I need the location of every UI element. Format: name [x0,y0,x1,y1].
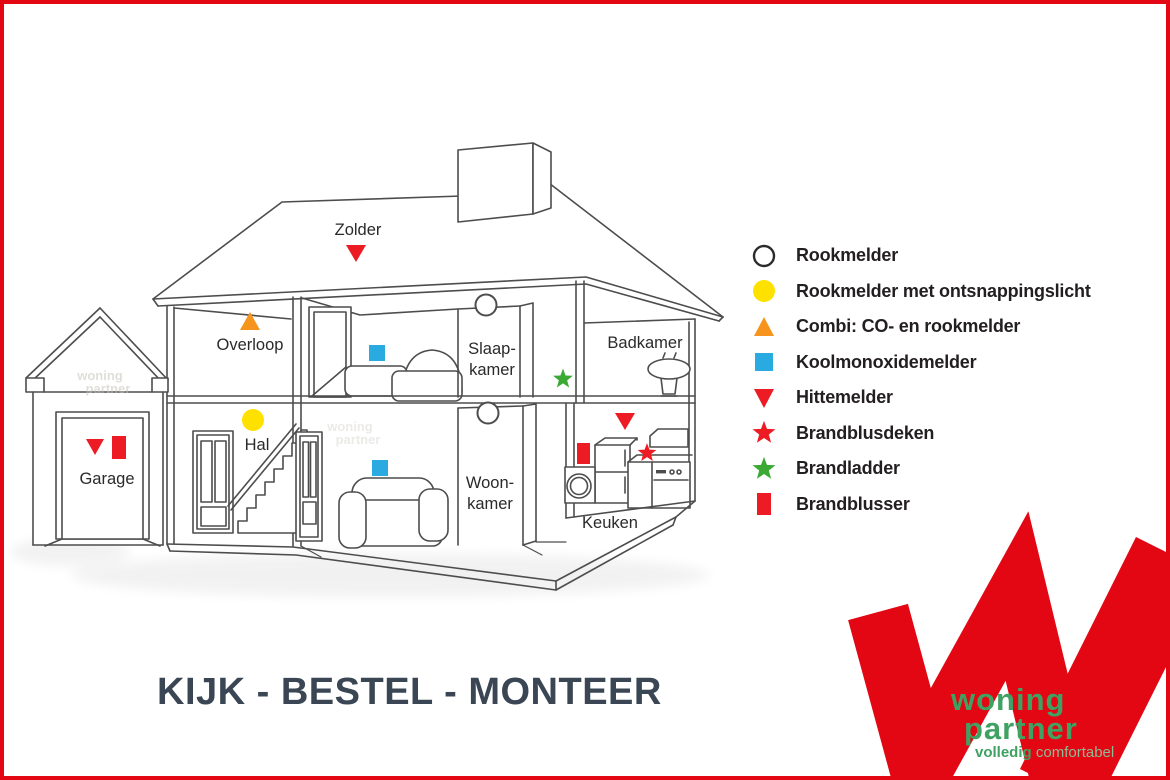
combi-melder-icon-overloop [240,312,260,330]
room-label-garage: Garage [79,470,134,488]
legend-label: Rookmelder met ontsnappingslicht [796,280,1091,301]
legend-item-brandblusser: Brandblusser [746,487,1091,523]
legend-label: Rookmelder [796,245,899,266]
safety-markers [86,245,657,476]
brandblusdeken-icon [746,419,782,447]
legend-label: Brandblusser [796,493,910,514]
legend-item-brandblusdeken: Brandblusdeken [746,416,1091,452]
room-label-badkamer: Badkamer [607,334,683,352]
brandblusser-icon-garage [112,436,126,459]
svg-text:woning: woning [326,419,373,434]
brand-slogan: volledig comfortabel [975,745,1114,760]
room-label-woonkamer: Woon- [466,474,514,492]
combi-melder-icon [746,314,782,340]
legend: Rookmelder Rookmelder met ontsnappingsli… [746,238,1091,522]
legend-item-brandladder: Brandladder [746,451,1091,487]
brandladder-icon-slaapkamer [553,368,573,388]
legend-label: Hittemelder [796,387,893,408]
koolmonoxidemelder-icon-woonkamer [372,460,388,476]
koolmonoxidemelder-icon [746,349,782,375]
rookmelder-icon-woonkamer [476,401,500,425]
brand-name-partner: partner [964,711,1078,746]
legend-label: Brandblusdeken [796,422,935,443]
legend-item-combi-melder: Combi: CO- en rookmelder [746,309,1091,345]
room-labels: Zolder Overloop Slaap- kamer Badkamer Ha… [79,221,683,532]
brand-watermark: woning partner [326,419,380,447]
brandblusser-icon-keuken [577,443,590,464]
legend-label: Koolmonoxidemelder [796,351,977,372]
rookmelder-icon [746,243,782,269]
legend-item-rookmelder-ontsnappingslicht: Rookmelder met ontsnappingslicht [746,274,1091,310]
rookmelder-icon-slaapkamer [474,293,498,317]
room-label-slaapkamer: Slaap- [468,340,516,358]
svg-text:partner: partner [86,381,131,396]
legend-label: Brandladder [796,458,900,479]
house-diagram: woning partner woning partner Zolder [10,142,724,597]
legend-item-rookmelder: Rookmelder [746,238,1091,274]
brandladder-icon [746,455,782,483]
tagline: KIJK - BESTEL - MONTEER [157,671,662,713]
legend-item-hittemelder: Hittemelder [746,380,1091,416]
room-label-keuken: Keuken [582,514,638,532]
brandblusser-icon [746,490,782,518]
brand-slogan-light: comfortabel [1035,744,1115,761]
room-label-zolder: Zolder [335,221,382,239]
koolmonoxidemelder-icon-slaapkamer [369,345,385,361]
hittemelder-icon-keuken [615,413,635,430]
legend-label: Combi: CO- en rookmelder [796,316,1021,337]
brand-watermark: woning partner [76,368,130,396]
house-linework [25,142,724,591]
legend-item-koolmonoxidemelder: Koolmonoxidemelder [746,345,1091,381]
hittemelder-icon-zolder [346,245,366,262]
room-label-woonkamer: kamer [467,495,513,513]
brand-slogan-bold: volledig [975,744,1032,761]
svg-text:partner: partner [336,432,381,447]
hittemelder-icon [746,385,782,411]
svg-text:woning: woning [76,368,123,383]
rookmelder-ontsnappingslicht-icon [746,278,782,304]
ontsnappingslicht-rookmelder-icon-hal [242,409,264,431]
hittemelder-icon-garage [86,439,104,455]
room-label-hal: Hal [245,436,270,454]
room-label-slaapkamer: kamer [469,361,515,379]
room-label-overloop: Overloop [217,336,284,354]
